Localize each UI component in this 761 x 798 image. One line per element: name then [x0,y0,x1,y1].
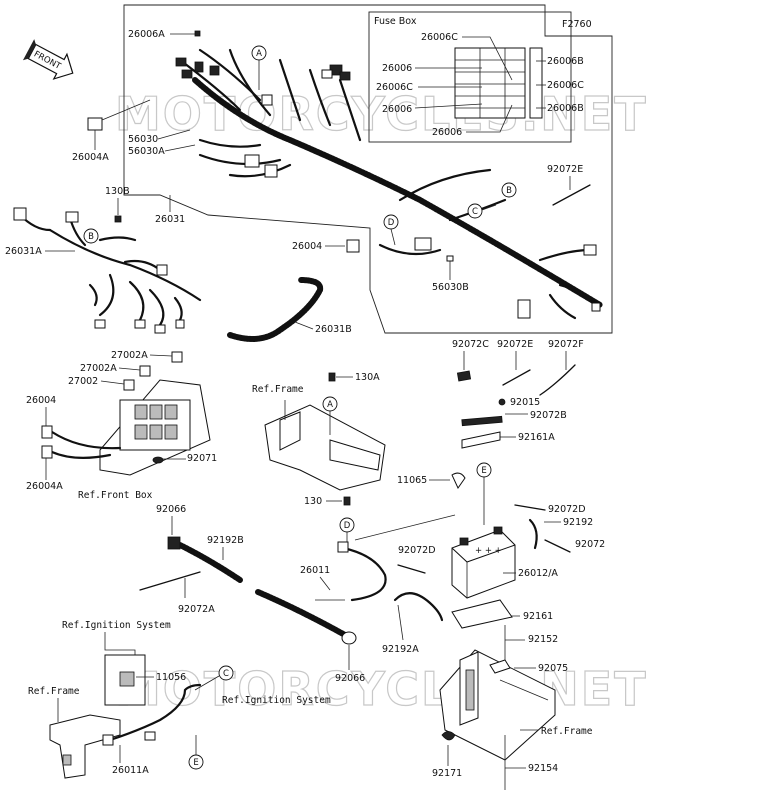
label-92152: 92152 [528,634,558,645]
front-arrow-icon: FRONT [22,39,74,80]
cable-92192A [393,592,444,622]
fuse-label-26006-2: 26006 [382,104,412,115]
label-26031A: 26031A [5,246,42,257]
fuse-box-inset: Fuse Box 26006C 26006 26006C 26006 26006… [368,11,584,143]
battery-26012: + + + [451,526,516,599]
label-92072E-top: 92072E [547,164,583,175]
label-92192A: 92192A [382,644,419,655]
callout-B-harness [501,182,517,198]
grommet-92066-bottom [341,631,357,645]
label-92071: 92071 [187,453,217,464]
label-11065: 11065 [397,475,427,486]
label-130A: 130A [355,372,380,383]
svg-text:D: D [388,218,395,228]
label-92066-top: 92066 [156,504,186,515]
fuse-label-26006C-2: 26006C [376,82,413,93]
label-56030A: 56030A [128,146,165,157]
front-box-assembly [41,351,211,476]
label-27002: 27002 [68,376,98,387]
svg-text:E: E [193,758,198,768]
fuse-box-title: Fuse Box [374,16,417,27]
label-130: 130 [304,496,322,507]
label-92072D: 92072D [398,545,436,556]
label-27002A-2: 27002A [80,363,117,374]
label-26011: 26011 [300,565,330,576]
fuse-label-26006B-1: 26006B [547,56,584,67]
svg-text:A: A [327,400,333,410]
svg-text:D: D [344,521,351,531]
svg-text:C: C [223,669,229,679]
ref-frame-bottom-right: Ref.Frame [541,726,593,737]
label-92072F: 92072F [548,339,584,350]
tube-92192B-lower [255,589,348,638]
sub-harness-26031A [13,207,202,334]
fuse-label-26006-3: 26006 [432,127,462,138]
svg-text:E: E [481,466,486,476]
ref-frame-bottom-left: Ref.Frame [28,686,80,697]
harness-26031B [227,277,324,342]
grommet-92066-top [167,536,181,550]
fuse-label-26006-1: 26006 [382,63,412,74]
svg-text:+ + +: + + + [475,546,502,556]
label-92072A: 92072A [178,604,215,615]
callout-B-subharness [83,228,99,244]
label-92015: 92015 [510,397,540,408]
fuse-label-26006C-3: 26006C [547,80,584,91]
label-92192: 92192 [563,517,593,528]
label-26011A: 26011A [112,765,149,776]
label-56030: 56030 [128,134,158,145]
ref-frame-top: Ref.Frame [252,384,304,395]
fuse-label-26006C-1: 26006C [421,32,458,43]
label-27002A-1: 27002A [111,350,148,361]
ref-ignition-mid: Ref.Ignition System [222,695,331,706]
watermark-bottom: MOTORCYCLES.NET [115,662,648,716]
label-92072C: 92072C [452,339,489,350]
label-26006A: 26006A [128,29,165,40]
label-92072B: 92072B [530,410,567,421]
label-26031B: 26031B [315,324,352,335]
cable-26011A [108,683,202,742]
frame-section-top [264,400,386,491]
watermark-top: MOTORCYCLES.NET [115,87,648,141]
tie-92072A [139,571,201,591]
label-26004A-top: 26004A [72,152,109,163]
label-11056: 11056 [156,672,186,683]
label-92192B: 92192B [207,535,244,546]
label-26004A-left: 26004A [26,481,63,492]
label-92171: 92171 [432,768,462,779]
connector-26004A [87,117,103,131]
ref-front-box: Ref.Front Box [78,490,153,501]
label-56030B: 56030B [432,282,469,293]
label-26031: 26031 [155,214,185,225]
label-92066-bottom: 92066 [335,673,365,684]
label-92161: 92161 [523,611,553,622]
tube-92192B [177,542,243,583]
callout-C-harness [467,203,483,219]
label-130B: 130B [105,186,130,197]
label-92154: 92154 [528,763,558,774]
harness-group-outline [123,4,613,334]
label-92075: 92075 [538,663,568,674]
cable-26011 [341,546,387,602]
svg-text:A: A [256,49,262,59]
label-92072D-right: 92072D [548,504,586,515]
svg-text:B: B [506,186,512,196]
figure-id: F2760 [562,19,592,30]
svg-text:C: C [472,207,478,217]
callout-C-ignition [218,665,234,681]
label-92072E: 92072E [497,339,533,350]
svg-text:B: B [88,232,94,242]
ref-ignition-top: Ref.Ignition System [62,620,171,631]
label-26012A: 26012/A [518,568,558,579]
label-92161A: 92161A [518,432,555,443]
fuse-label-26006B-2: 26006B [547,103,584,114]
label-26004-mid: 26004 [292,241,322,252]
label-92072: 92072 [575,539,605,550]
label-26004-left: 26004 [26,395,56,406]
frame-section-bottom-left [49,714,121,779]
battery-tray-frame [439,649,556,761]
